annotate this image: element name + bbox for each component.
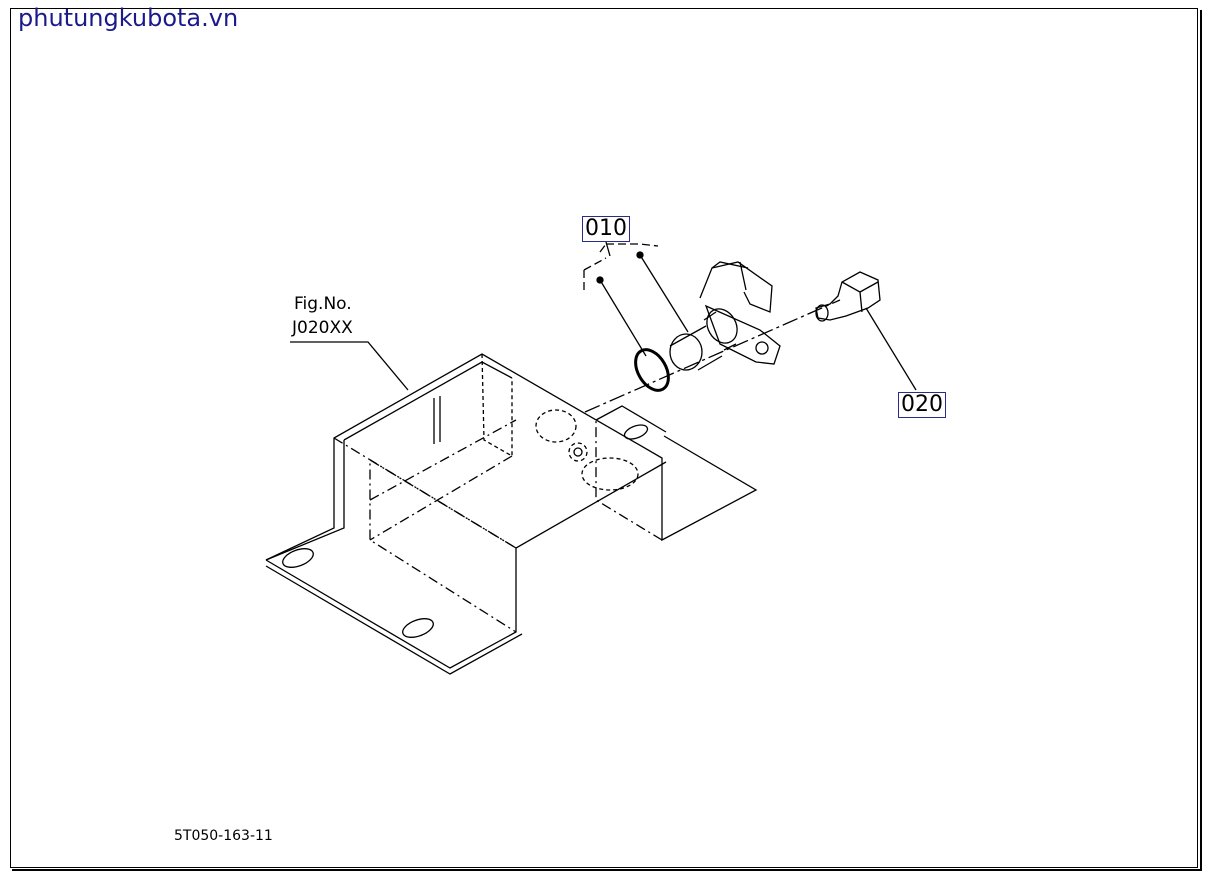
figno-leader bbox=[290, 341, 409, 391]
callout-020-leader bbox=[865, 307, 917, 391]
callout-010-leaders bbox=[599, 254, 689, 357]
drawing-frame bbox=[10, 8, 1198, 868]
callout-010-bracket bbox=[583, 257, 607, 292]
o-ring bbox=[634, 348, 670, 392]
drawing-code: 5T050-163-11 bbox=[174, 828, 273, 844]
plug-bolt bbox=[815, 271, 881, 322]
bracket bbox=[265, 353, 758, 675]
site-watermark: phutungkubota.vn bbox=[18, 4, 239, 32]
figure-label: Fig.No. bbox=[294, 294, 352, 314]
speed-sensor bbox=[669, 261, 781, 371]
figure-number: J020XX bbox=[292, 318, 353, 338]
callout-010[interactable]: 010 bbox=[582, 216, 630, 242]
frame-shadow-bottom bbox=[12, 869, 1202, 871]
frame-shadow-right bbox=[1200, 10, 1202, 870]
callout-020[interactable]: 020 bbox=[898, 392, 946, 418]
assembly-centerline bbox=[584, 299, 841, 413]
